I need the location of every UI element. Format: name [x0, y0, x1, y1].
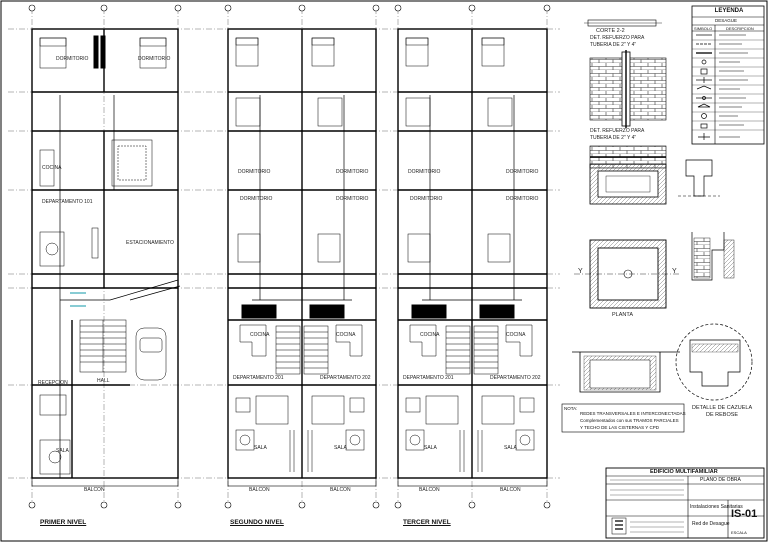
room-label-balcon: BALCON	[330, 487, 351, 493]
room-label-cocina: COCINA	[250, 332, 270, 338]
room-label-sala: SALA	[56, 448, 69, 454]
room-label-recepcion: RECEPCION	[38, 380, 68, 386]
room-label-sala: SALA	[424, 445, 437, 451]
room-label-dormitorio: DORMITORIO	[336, 169, 369, 175]
corte-title: CORTE 2-2	[596, 28, 625, 34]
sheet-number: IS-01	[731, 508, 758, 520]
corte-subtitle-1: DET. REFUERZO PARA	[590, 35, 645, 41]
scale-label: ESCALA	[731, 530, 747, 535]
legend-title: LEYENDA	[714, 8, 744, 14]
room-label-cocina: COCINA	[42, 165, 62, 171]
room-label-dormitorio: DORMITORIO	[506, 169, 539, 175]
room-label-hall: HALL	[97, 378, 110, 384]
room-label-dormitorio: DORMITORIO	[240, 196, 273, 202]
level-title-second: SEGUNDO NIVEL	[230, 519, 284, 526]
room-label-dormitorio: DORMITORIO	[56, 56, 89, 62]
plan-subject: Red de Desague	[692, 521, 730, 527]
room-label-departamento: DEPARTAMENTO 202	[490, 375, 541, 381]
room-label-balcon: BALCON	[84, 487, 105, 493]
cazuela-label-2: DE REBOSE	[706, 412, 739, 418]
room-label-dormitorio: DORMITORIO	[408, 169, 441, 175]
room-label-sala: SALA	[254, 445, 267, 451]
legend-subtitle: DESAGUE	[715, 18, 738, 23]
notes-line-3: Y TECHO DE LAS CISTERNAS Y CPD	[580, 425, 659, 430]
refuerzo-label-1: DET. REFUERZO PARA	[590, 128, 645, 134]
axis-y-right: Y	[672, 268, 677, 275]
room-label-cocina: COCINA	[336, 332, 356, 338]
room-label-dormitorio: DORMITORIO	[506, 196, 539, 202]
room-label-cocina: COCINA	[506, 332, 526, 338]
notes-line-1: REDES TRANSVERSALES E INTERCONECTADAS	[580, 411, 686, 416]
room-label-dormitorio: DORMITORIO	[238, 169, 271, 175]
room-label-departamento-202: DEPARTAMENTO 202	[320, 375, 371, 381]
plan-type: PLANO DE OBRA	[700, 477, 741, 483]
corte-subtitle-2: TUBERIA DE 2" Y 4"	[590, 42, 637, 48]
room-label-dormitorio: DORMITORIO	[410, 196, 443, 202]
room-label-balcon: BALCON	[500, 487, 521, 493]
legend-col-description: DESCRIPCION	[726, 26, 754, 31]
room-label-departamento: DEPARTAMENTO 201	[403, 375, 454, 381]
notes-title: NOTA:	[564, 406, 578, 411]
room-label-sala: SALA	[334, 445, 347, 451]
axis-y-left: Y	[578, 268, 583, 275]
room-label-departamento-101: DEPARTAMENTO 101	[42, 199, 93, 205]
room-label-dormitorio: DORMITORIO	[336, 196, 369, 202]
cazuela-label-1: DETALLE DE CAZUELA	[692, 405, 753, 411]
refuerzo-label-2: TUBERIA DE 2" Y 4"	[590, 135, 637, 141]
room-label-balcon: BALCON	[249, 487, 270, 493]
notes-line-2: Complementados con sus TRAMOS PARCIALES	[580, 418, 679, 423]
level-title-third: TERCER NIVEL	[403, 519, 451, 526]
room-label-dormitorio: DORMITORIO	[138, 56, 171, 62]
room-label-departamento-201: DEPARTAMENTO 201	[233, 375, 284, 381]
legend-col-symbol: SIMBOLO	[694, 26, 713, 31]
project-name: EDIFICIO MULTIFAMILIAR	[650, 469, 718, 475]
planta-label: PLANTA	[612, 312, 633, 318]
room-label-cocina: COCINA	[420, 332, 440, 338]
room-label-sala: SALA	[504, 445, 517, 451]
room-label-balcon: BALCON	[419, 487, 440, 493]
discipline: Instalaciones Sanitarias	[690, 504, 743, 510]
level-title-first: PRIMER NIVEL	[40, 519, 87, 526]
room-label-estacionamiento: ESTACIONAMIENTO	[126, 240, 174, 246]
